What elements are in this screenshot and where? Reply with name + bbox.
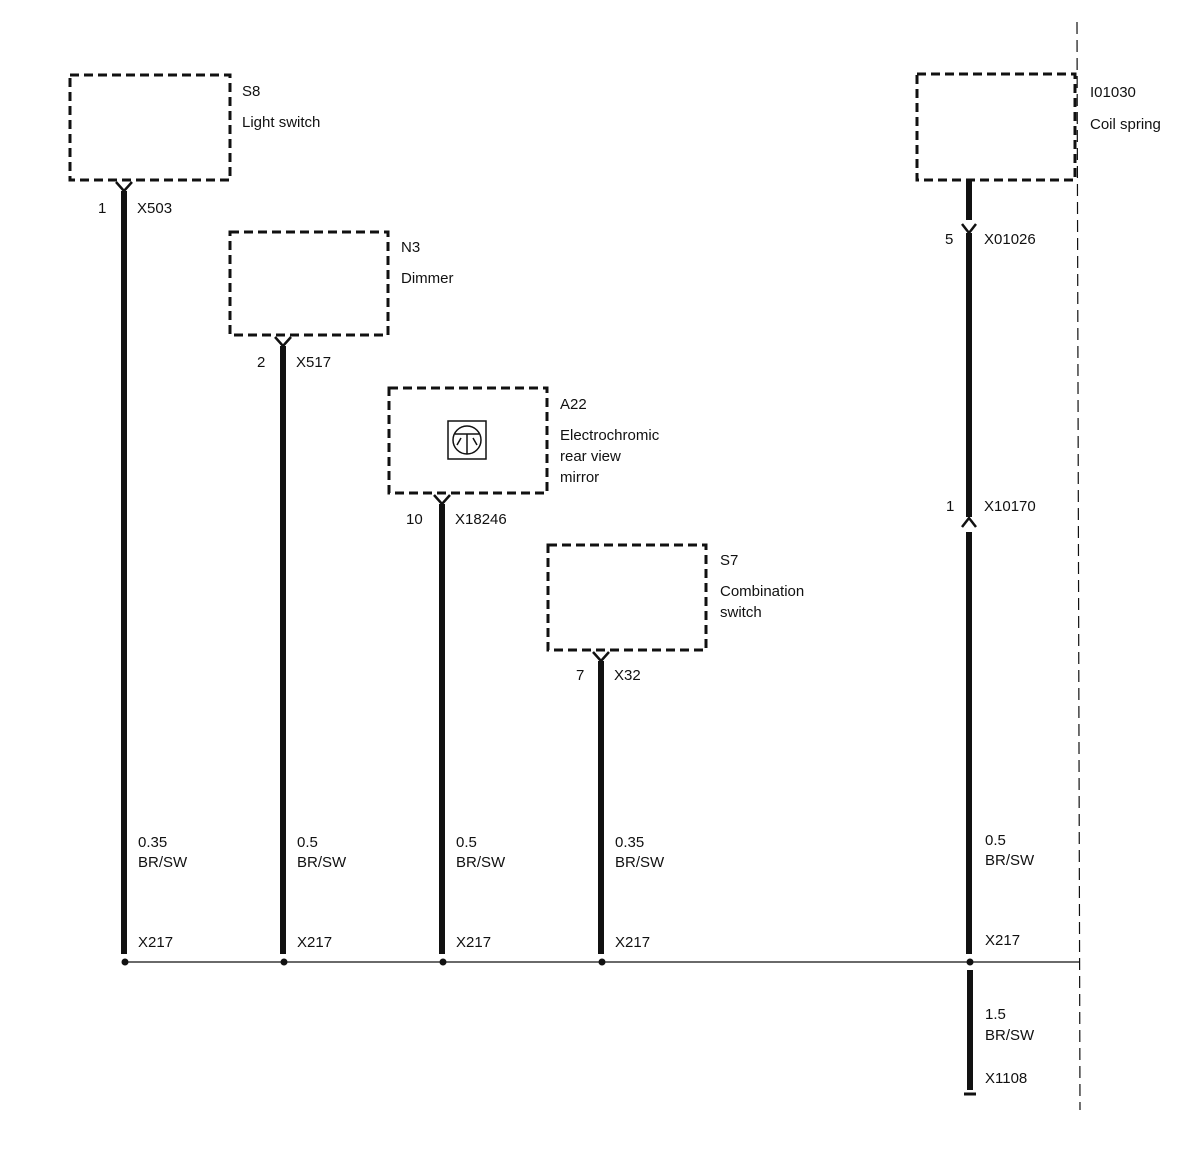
wire-gauge-coil: 0.5 bbox=[985, 832, 1006, 849]
component-box-s7[interactable] bbox=[546, 543, 708, 652]
component-box-i01030[interactable] bbox=[915, 72, 1077, 182]
wire-color-ground: BR/SW bbox=[985, 1027, 1035, 1044]
component-name-a22-line1: Electrochromic bbox=[560, 427, 660, 444]
connector-name-x517: X517 bbox=[296, 354, 331, 371]
wire-color-s7: BR/SW bbox=[615, 854, 665, 871]
component-name-a22-line3: mirror bbox=[560, 469, 599, 486]
splice-label-s8: X217 bbox=[138, 934, 173, 951]
connector-name-x32: X32 bbox=[614, 667, 641, 684]
wire-gauge-s7: 0.35 bbox=[615, 834, 644, 851]
component-id-s7: S7 bbox=[720, 552, 738, 569]
splice-label-a22: X217 bbox=[456, 934, 491, 951]
connector-symbol-x18246 bbox=[433, 494, 451, 506]
wire-gauge-s8: 0.35 bbox=[138, 834, 167, 851]
pin-a22: 10 bbox=[406, 511, 423, 528]
transistor-icon bbox=[447, 420, 487, 460]
component-name-s8: Light switch bbox=[242, 114, 320, 131]
wire-color-coil: BR/SW bbox=[985, 852, 1035, 869]
wire-color-n3: BR/SW bbox=[297, 854, 347, 871]
connector-name-x18246: X18246 bbox=[455, 511, 507, 528]
pin-s8: 1 bbox=[98, 200, 106, 217]
connector-symbol-x32 bbox=[592, 651, 610, 663]
pin-coil-mid: 1 bbox=[946, 498, 954, 515]
connector-symbol-x01026 bbox=[961, 223, 977, 236]
splice-label-coil: X217 bbox=[985, 932, 1020, 949]
component-box-s8[interactable] bbox=[68, 73, 232, 182]
component-name-s7-line1: Combination bbox=[720, 583, 804, 600]
wire-gauge-n3: 0.5 bbox=[297, 834, 318, 851]
pin-s7: 7 bbox=[576, 667, 584, 684]
component-box-n3[interactable] bbox=[228, 230, 390, 337]
splice-label-n3: X217 bbox=[297, 934, 332, 951]
pin-coil-top: 5 bbox=[945, 231, 953, 248]
component-name-s7-line2: switch bbox=[720, 604, 762, 621]
wire-color-a22: BR/SW bbox=[456, 854, 506, 871]
connector-name-x01026: X01026 bbox=[984, 231, 1036, 248]
wire-color-s8: BR/SW bbox=[138, 854, 188, 871]
component-name-a22-line2: rear view bbox=[560, 448, 621, 465]
component-name-i01030: Coil spring bbox=[1090, 116, 1161, 133]
component-box-a22[interactable] bbox=[387, 386, 549, 495]
component-id-i01030: I01030 bbox=[1090, 84, 1136, 101]
connector-name-x503: X503 bbox=[137, 200, 172, 217]
component-id-s8: S8 bbox=[242, 83, 260, 100]
boundary-line bbox=[1076, 21, 1081, 1111]
wire-gauge-a22: 0.5 bbox=[456, 834, 477, 851]
component-id-a22: A22 bbox=[560, 396, 587, 413]
connector-name-x10170: X10170 bbox=[984, 498, 1036, 515]
connector-symbol-x503 bbox=[115, 181, 133, 193]
wire-gauge-ground: 1.5 bbox=[985, 1006, 1006, 1023]
pin-n3: 2 bbox=[257, 354, 265, 371]
component-id-n3: N3 bbox=[401, 239, 420, 256]
connector-symbol-x517 bbox=[274, 336, 292, 348]
ground-label-x1108: X1108 bbox=[985, 1070, 1027, 1087]
splice-label-s7: X217 bbox=[615, 934, 650, 951]
connector-symbol-x10170 bbox=[961, 515, 977, 528]
component-name-n3: Dimmer bbox=[401, 270, 454, 287]
